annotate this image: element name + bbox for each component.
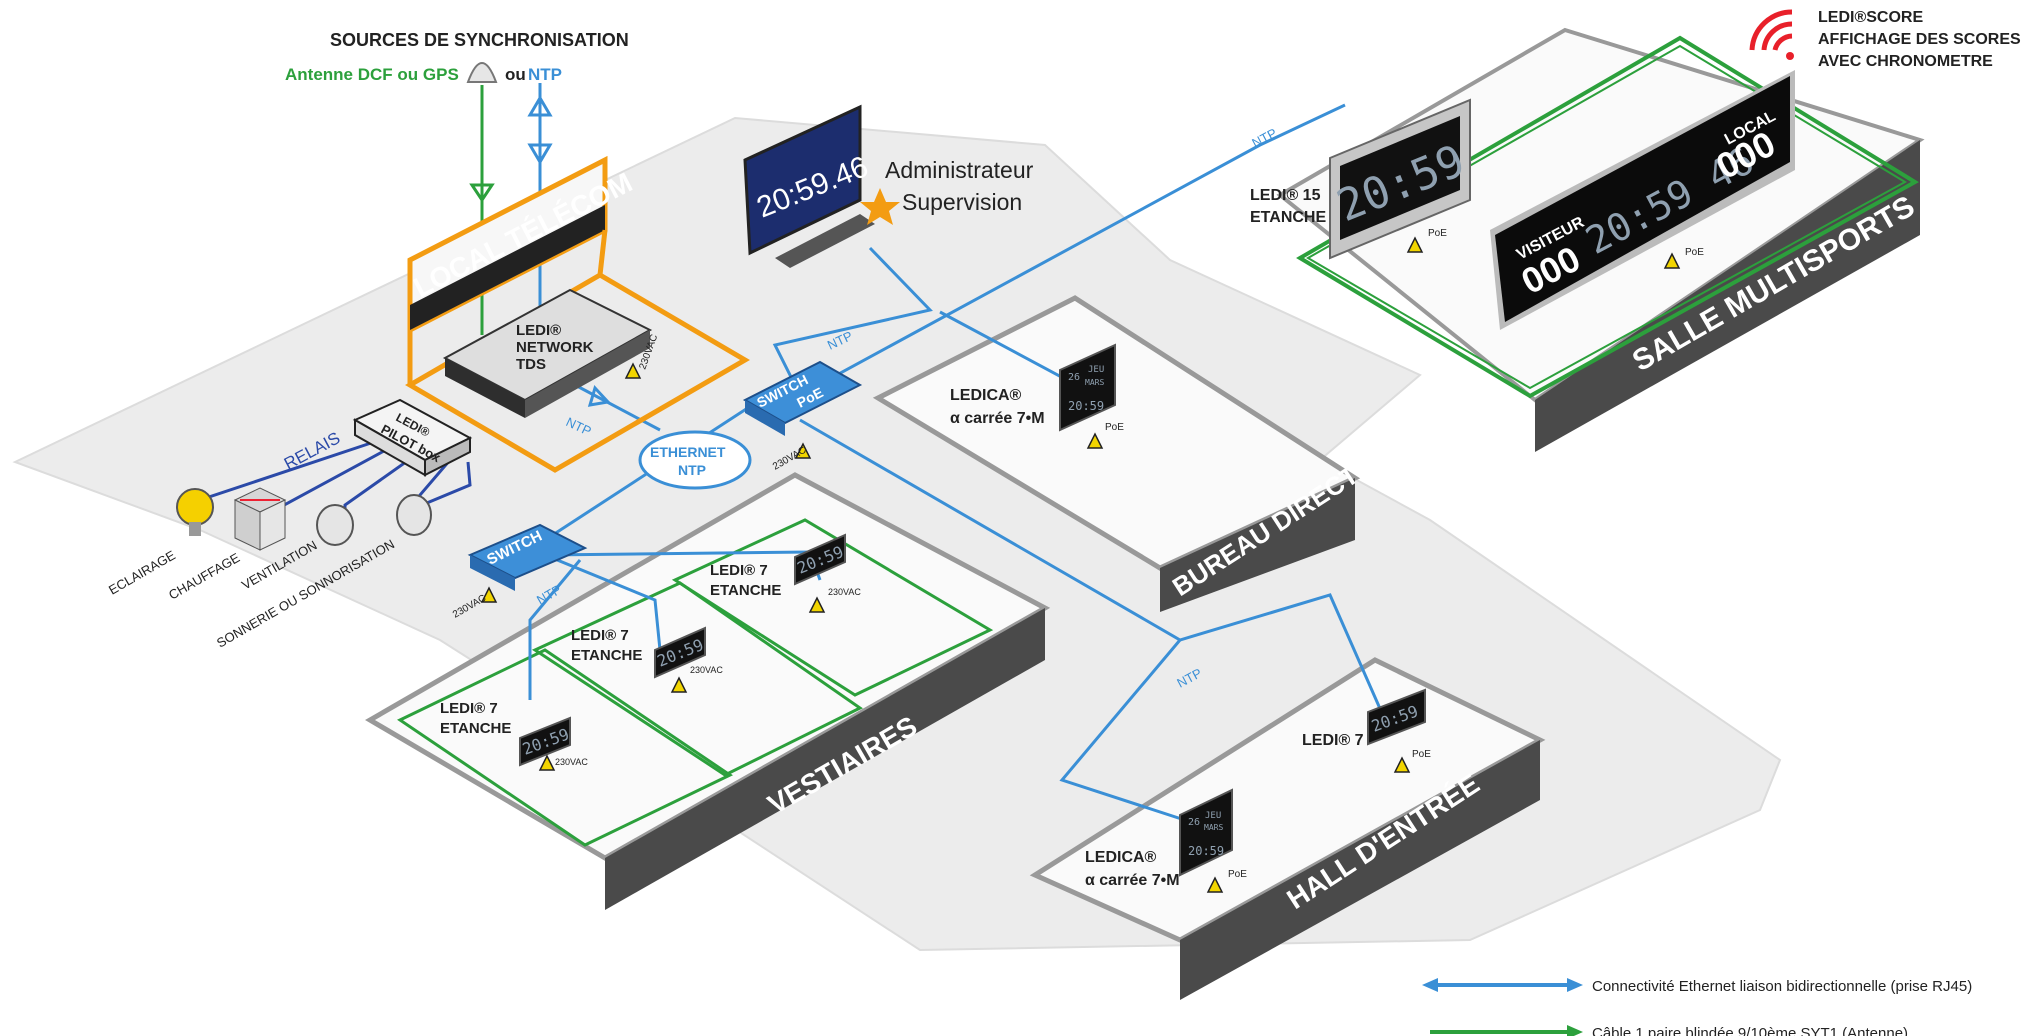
warning-icon — [624, 362, 642, 379]
svg-text:NETWORK: NETWORK — [516, 339, 594, 356]
svg-text:PoE: PoE — [1105, 422, 1124, 433]
ethernet-ntp-node — [638, 430, 752, 490]
antenna-label: Antenne DCF ou GPS — [285, 65, 459, 84]
svg-text:LEDI® 7: LEDI® 7 — [1302, 732, 1364, 749]
salle-ledi15-clock: 20:59 PoE LEDI® 15 ETANCHE — [1250, 98, 1472, 260]
svg-text:ETHERNET: ETHERNET — [650, 444, 726, 460]
warning-icon — [1663, 252, 1681, 269]
warning-icon — [480, 586, 498, 603]
admin-line2: Supervision — [902, 189, 1022, 215]
network-tds-device: LEDI® NETWORK TDS 230VAC — [442, 288, 660, 418]
svg-text:LEDI® 15: LEDI® 15 — [1250, 187, 1321, 204]
svg-text:NTP: NTP — [678, 462, 706, 478]
antenna-icon — [466, 62, 498, 83]
svg-text:ETANCHE: ETANCHE — [1250, 209, 1326, 226]
vestiaires-room: VESTIAIRES — [365, 472, 1051, 910]
svg-text:26: 26 — [1068, 372, 1080, 383]
svg-text:230VAC: 230VAC — [555, 757, 588, 767]
svg-text:ETANCHE: ETANCHE — [571, 647, 642, 664]
svg-text:LEDI® 7: LEDI® 7 — [571, 627, 629, 644]
svg-text:AFFICHAGE DES SCORES: AFFICHAGE DES SCORES — [1818, 31, 2021, 48]
svg-text:LEDI® 7: LEDI® 7 — [710, 562, 768, 579]
lightbulb-icon — [176, 488, 214, 536]
warning-icon — [538, 754, 556, 771]
svg-text:α carrée 7•M: α carrée 7•M — [950, 410, 1045, 427]
admin-line1: Administrateur — [885, 157, 1034, 183]
bureau-ledica-clock: 26 JEU MARS 20:59 PoE LEDICA® α carrée 7… — [950, 343, 1124, 449]
svg-text:ETANCHE: ETANCHE — [710, 582, 781, 599]
hall-ledica-clock: 26 JEU MARS 20:59 PoE LEDICA® α carrée 7… — [1085, 788, 1247, 893]
warning-icon — [1086, 432, 1104, 449]
svg-text:NTP: NTP — [528, 65, 562, 84]
sync-title: SOURCES DE SYNCHRONISATION — [330, 30, 629, 50]
hall-ledi7-clock: 20:59 PoE LEDI® 7 — [1302, 688, 1431, 773]
warning-icon — [1206, 876, 1224, 893]
warning-icon — [1393, 756, 1411, 773]
svg-text:JEU: JEU — [1088, 365, 1104, 375]
warning-icon — [670, 676, 688, 693]
svg-text:ou: ou — [505, 65, 526, 84]
svg-text:26: 26 — [1188, 817, 1200, 828]
heater-icon — [233, 487, 287, 551]
ethernet-links — [528, 83, 1387, 827]
svg-text:JEU: JEU — [1205, 811, 1221, 821]
svg-text:LEDI®: LEDI® — [516, 322, 561, 339]
star-icon — [860, 188, 900, 225]
legend: Connectivité Ethernet liaison bidirectio… — [1422, 978, 1972, 1036]
admin-monitor: 20:59.46 — [743, 104, 875, 268]
legend-antenna: Câble 1 paire blindée 9/10ème SYT1 (Ante… — [1592, 1025, 1908, 1036]
bureau-direction-room: BUREAU DIRECTION — [872, 295, 1403, 612]
svg-text:PoE: PoE — [1412, 749, 1431, 760]
svg-text:20:59: 20:59 — [1068, 399, 1104, 413]
svg-text:LEDICA®: LEDICA® — [950, 387, 1022, 404]
svg-text:CHAUFFAGE: CHAUFFAGE — [166, 550, 243, 603]
svg-text:TDS: TDS — [516, 356, 546, 373]
svg-text:LEDICA®: LEDICA® — [1085, 849, 1157, 866]
svg-text:20:59: 20:59 — [1188, 844, 1224, 858]
warning-icon — [808, 596, 826, 613]
svg-text:ETANCHE: ETANCHE — [440, 720, 511, 737]
svg-text:230VAC: 230VAC — [690, 665, 723, 675]
svg-text:MARS: MARS — [1204, 823, 1223, 832]
svg-text:LEDI® 7: LEDI® 7 — [440, 700, 498, 717]
svg-text:NTP: NTP — [1249, 125, 1279, 150]
wifi-icon — [1749, 9, 1794, 60]
svg-text:PoE: PoE — [1428, 228, 1447, 239]
warning-icon — [1406, 236, 1424, 253]
svg-text:α carrée 7•M: α carrée 7•M — [1085, 872, 1180, 889]
svg-text:230VAC: 230VAC — [828, 587, 861, 597]
svg-text:PoE: PoE — [1685, 247, 1704, 258]
warning-icon — [794, 442, 812, 459]
speaker-icon — [396, 494, 432, 536]
svg-text:PoE: PoE — [1228, 869, 1247, 880]
fan-icon — [316, 504, 354, 546]
svg-text:AVEC CHRONOMETRE: AVEC CHRONOMETRE — [1818, 53, 1993, 70]
vestiaires-clock-2: 20:59 230VAC LEDI® 7 ETANCHE — [571, 626, 723, 693]
svg-text:LEDI®SCORE: LEDI®SCORE — [1818, 9, 1923, 26]
legend-ethernet: Connectivité Ethernet liaison bidirectio… — [1592, 978, 1972, 995]
svg-text:MARS: MARS — [1085, 378, 1104, 387]
